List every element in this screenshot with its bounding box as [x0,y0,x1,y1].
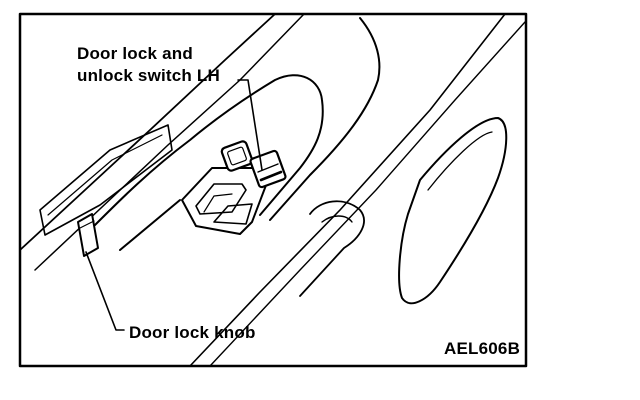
window-switch [213,203,253,225]
figure-frame [18,12,528,368]
door-lock-knob-callout: Door lock knob [129,323,256,342]
armrest-contour [269,17,381,221]
door-trim-line [19,13,276,251]
window-switch [195,183,247,215]
door-pocket-inner [47,134,163,216]
door-handle-recess [398,117,508,305]
figure-code: AEL606B [444,339,521,358]
knob-leader-line [85,251,125,331]
switch-leader-line [237,79,263,171]
door-trim-line [189,13,506,367]
door-trim-line [34,13,305,271]
door-lock-knob [77,213,99,257]
unlock-switch-button [249,149,287,189]
armrest-contour [119,199,181,251]
door-pocket [39,124,173,236]
door-lock-switch-callout: Door lock and unlock switch LH [77,43,220,87]
door-trim-line [209,21,526,367]
armrest-contour [94,74,324,226]
armrest-lower [299,200,365,297]
callout-line-2: unlock switch LH [77,66,220,85]
switch-panel [181,167,269,235]
lock-switch-button [220,140,254,172]
callout-line-1: Door lock and [77,44,193,63]
